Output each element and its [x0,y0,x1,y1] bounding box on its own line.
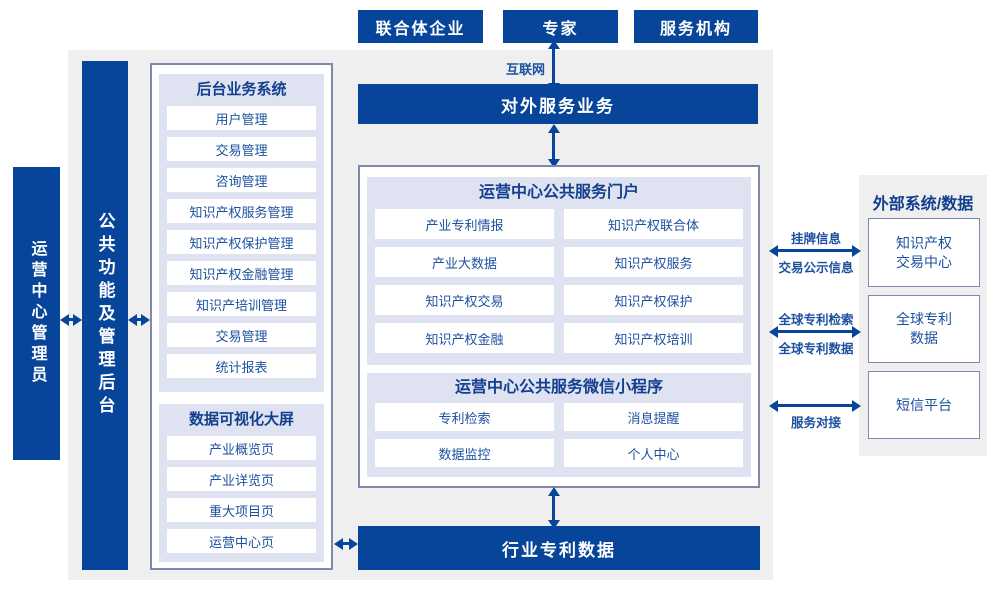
miniapp-item: 专利检索 [375,403,554,431]
dashboard-item: 产业详览页 [167,467,316,491]
portal-item: 产业专利情报 [375,209,554,239]
backend-leftbox-double-arrow-icon [128,313,150,326]
external-systems-title: 外部系统/数据 [872,196,974,213]
portal-item: 知识产权保护 [564,285,743,315]
link2-bottom-label: 全球专利数据 [778,342,854,356]
internet-label: 互联网 [505,62,545,77]
external-system-line: 知识产权 [896,234,952,251]
external-system-global-patent: 全球专利 数据 [868,295,980,363]
service-portal-double-arrow-icon [547,124,560,168]
link3-bottom-label: 服务对接 [790,416,841,430]
internet-double-arrow-icon [547,40,560,92]
external-service-bar: 对外服务业务 [358,84,758,124]
external-system-trade-center: 知识产权 交易中心 [868,218,980,287]
admin-label: 运营中心管理员 [28,240,46,387]
link1-top-label: 挂牌信息 [790,232,841,246]
miniapp-title: 运营中心公共服务微信小程序 [454,379,663,396]
center-services-box: 运营中心公共服务门户 产业专利情报 知识产权联合体 产业大数据 知识产权服务 知… [358,165,760,488]
miniapp-panel: 运营中心公共服务微信小程序 专利检索 消息提醒 数据监控 个人中心 [367,373,751,477]
backend-functions-bar: 公共功能及管理后台 [82,61,128,570]
dashboard-title: 数据可视化大屏 [188,411,294,428]
backend-item: 交易管理 [167,323,316,347]
external-system-line: 短信平台 [896,396,952,413]
portal-item: 知识产权服务 [564,247,743,277]
miniapp-item: 个人中心 [564,439,743,467]
sms-double-arrow-icon [769,399,861,412]
portal-title: 运营中心公共服务门户 [478,184,639,201]
external-system-line: 数据 [910,330,938,346]
admin-backend-double-arrow-icon [60,313,82,326]
external-system-sms-platform: 短信平台 [868,371,980,439]
portal-item: 知识产权联合体 [564,209,743,239]
backend-item: 知识产培训管理 [167,292,316,316]
miniapp-item: 数据监控 [375,439,554,467]
external-service-label: 对外服务业务 [501,96,615,116]
actor-expert-label: 专家 [542,20,579,38]
backend-item: 统计报表 [167,354,316,378]
backend-functions-label: 公共功能及管理后台 [95,212,115,419]
portal-panel: 运营中心公共服务门户 产业专利情报 知识产权联合体 产业大数据 知识产权服务 知… [367,177,751,365]
trade-center-double-arrow-icon [769,244,861,257]
backend-item: 用户管理 [167,106,316,130]
external-system-line: 交易中心 [896,253,952,270]
dashboard-item: 重大项目页 [167,498,316,522]
backend-item: 知识产权金融管理 [167,261,316,285]
link2-top-label: 全球专利检索 [778,313,854,327]
link1-bottom-label: 交易公示信息 [778,261,854,275]
backend-item: 知识产权服务管理 [167,199,316,223]
left-systems-box: 后台业务系统 用户管理 交易管理 咨询管理 知识产权服务管理 知识产权保护管理 … [150,63,333,570]
dashboard-item: 产业概览页 [167,436,316,460]
backend-item: 咨询管理 [167,168,316,192]
actor-agency-label: 服务机构 [659,20,732,38]
actor-consortium-label: 联合体企业 [375,20,466,38]
actor-expert-box: 专家 [503,10,618,43]
leftbox-patentdata-double-arrow-icon [334,537,358,550]
dashboard-item: 运营中心页 [167,529,316,553]
industry-patent-data-bar: 行业专利数据 [358,526,760,570]
actor-consortium-box: 联合体企业 [358,10,483,43]
backend-item: 知识产权保护管理 [167,230,316,254]
industry-patent-data-label: 行业专利数据 [502,540,616,560]
global-patent-double-arrow-icon [769,325,861,338]
backend-system-panel: 后台业务系统 用户管理 交易管理 咨询管理 知识产权服务管理 知识产权保护管理 … [159,74,324,392]
dashboard-panel: 数据可视化大屏 产业概览页 产业详览页 重大项目页 运营中心页 [159,404,324,562]
external-system-line: 全球专利 [896,311,952,328]
admin-box: 运营中心管理员 [13,167,60,460]
backend-item: 交易管理 [167,137,316,161]
portal-patentdata-double-arrow-icon [547,487,560,529]
portal-item: 产业大数据 [375,247,554,277]
portal-item: 知识产权金融 [375,323,554,353]
miniapp-item: 消息提醒 [564,403,743,431]
actor-agency-box: 服务机构 [634,10,758,43]
portal-item: 知识产权交易 [375,285,554,315]
backend-system-title: 后台业务系统 [196,81,287,98]
portal-item: 知识产权培训 [564,323,743,353]
